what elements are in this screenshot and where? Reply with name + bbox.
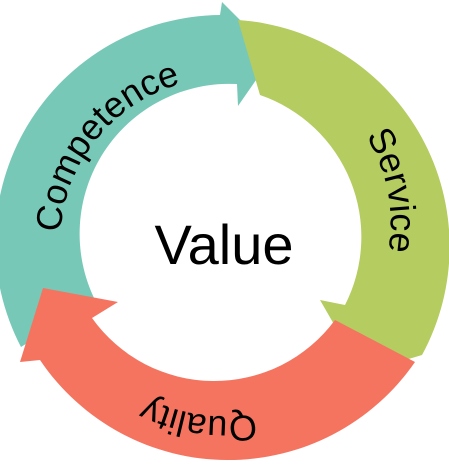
quality-arrow xyxy=(20,288,415,461)
center-label: Value xyxy=(154,213,293,276)
competence-arrow xyxy=(0,2,274,347)
service-arrow xyxy=(238,20,449,373)
